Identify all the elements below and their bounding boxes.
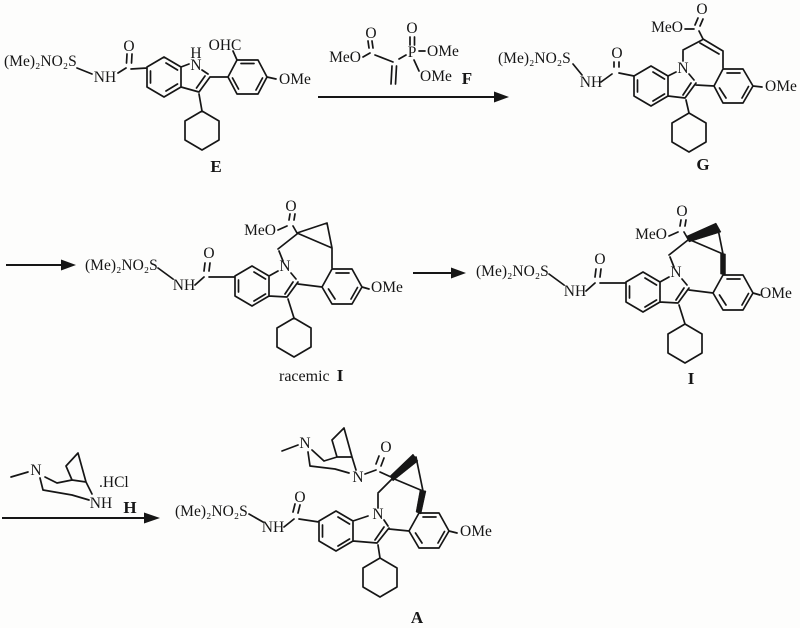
compound-racemic-i-sulfonamide: (Me)₂NO₂S — [85, 257, 158, 274]
reaction-arrow-3-head — [451, 267, 466, 279]
compound-i-amide-o: O — [594, 251, 605, 268]
compound-a-bold-bond — [415, 489, 427, 515]
compound-a-wedge-bond — [389, 453, 419, 482]
compound-racemic-i-azepine-n: N — [279, 258, 290, 275]
compound-g-sulfonamide: (Me)₂NO₂S — [498, 50, 571, 67]
compound-a-azepine-n: N — [372, 506, 383, 523]
reagent-f-p-o: O — [406, 20, 417, 37]
reagent-h: N NH .HCl H — [10, 452, 137, 517]
compound-e-bonds — [76, 50, 277, 151]
reagent-f: MeO O O P OMe OMe F — [329, 20, 472, 88]
reaction-arrow-3 — [413, 267, 466, 279]
compound-racemic-i-label: I — [337, 366, 344, 385]
compound-e-sulfonamide: (Me)₂NO₂S — [4, 53, 77, 70]
compound-g-ome: OMe — [765, 78, 797, 95]
reaction-arrow-4 — [2, 512, 160, 524]
compound-e-ome: OMe — [279, 71, 311, 88]
compound-a-sulfonamide: (Me)₂NO₂S — [175, 503, 248, 520]
reagent-h-bonds — [10, 452, 93, 501]
compound-e-label: E — [210, 157, 221, 176]
compound-g-meo: MeO — [651, 19, 683, 36]
compound-a-ketone-o: O — [380, 439, 391, 456]
reaction-arrow-2 — [6, 259, 76, 271]
reagent-h-amine-n: N — [30, 462, 41, 479]
compound-g-ester-o: O — [696, 1, 707, 18]
compound-i-sulfonamide: (Me)₂NO₂S — [476, 263, 549, 280]
compound-e-indole-h: H — [190, 45, 201, 62]
compound-i-nh: NH — [564, 283, 586, 300]
compound-a-amine-n: N — [299, 435, 310, 452]
reaction-arrow-1 — [318, 91, 509, 103]
compound-e-indole-n: N — [190, 57, 201, 74]
compound-i-ester-o: O — [676, 203, 687, 220]
compound-racemic-i-meo: MeO — [244, 222, 276, 239]
compound-a-amide-n: N — [352, 469, 363, 486]
reagent-f-label: F — [462, 69, 472, 88]
compound-i-label: I — [688, 369, 695, 388]
reagent-f-bonds — [362, 36, 426, 85]
compound-i-ome: OMe — [760, 285, 792, 302]
reagent-f-p: P — [408, 44, 417, 61]
reaction-arrow-4-head — [144, 512, 160, 524]
reaction-arrow-2-head — [61, 259, 76, 271]
compound-a-amide-o: O — [294, 489, 305, 506]
compound-a-bonds — [248, 427, 458, 598]
compound-g-bonds — [572, 17, 763, 153]
compound-i-azepine-n: N — [670, 264, 681, 281]
reagent-f-ome-upper: OMe — [427, 43, 459, 60]
compound-racemic-i-bonds — [157, 213, 370, 358]
compound-e-nh: NH — [94, 69, 116, 86]
compound-a-ome: OMe — [460, 523, 492, 540]
compound-i-bonds — [548, 219, 761, 364]
compound-i-meo: MeO — [635, 226, 667, 243]
compound-i-bold-bond — [720, 252, 726, 276]
reagent-f-ester-o: O — [365, 25, 376, 42]
compound-racemic-i-label-prefix: racemic — [279, 368, 330, 385]
reagent-h-label: H — [123, 498, 136, 517]
compound-g: (Me)₂NO₂S NH O MeO O N OMe G — [498, 1, 797, 174]
compound-a-nh: NH — [262, 519, 284, 536]
compound-i: (Me)₂NO₂S NH O MeO O N OMe I — [476, 203, 792, 388]
compound-e-amide-o: O — [123, 38, 134, 55]
compound-i-wedge-bond — [686, 222, 722, 243]
compound-racemic-i: (Me)₂NO₂S NH O MeO O N OMe racemic I — [85, 198, 403, 385]
compound-g-amide-o: O — [611, 45, 622, 62]
compound-racemic-i-ester-o: O — [285, 198, 296, 215]
reagent-f-ome-lower: OMe — [420, 68, 452, 85]
reagent-h-salt: .HCl — [99, 474, 129, 491]
compound-g-nh: NH — [580, 74, 602, 91]
compound-a-label: A — [411, 608, 424, 627]
compound-racemic-i-nh: NH — [173, 277, 195, 294]
compound-a: N N O (Me)₂NO₂S NH O N OMe A — [175, 427, 492, 627]
compound-g-label: G — [696, 155, 709, 174]
compound-e-cho: OHC — [209, 37, 242, 54]
compound-racemic-i-ome: OMe — [371, 279, 403, 296]
reagent-f-meo: MeO — [329, 49, 361, 66]
compound-e: (Me)₂NO₂S NH O H N OHC OMe E — [4, 37, 311, 176]
compound-racemic-i-amide-o: O — [203, 245, 214, 262]
reaction-arrow-1-head — [494, 91, 509, 103]
compound-g-azepine-n: N — [677, 60, 688, 77]
reagent-h-amine-nh: NH — [90, 495, 112, 512]
